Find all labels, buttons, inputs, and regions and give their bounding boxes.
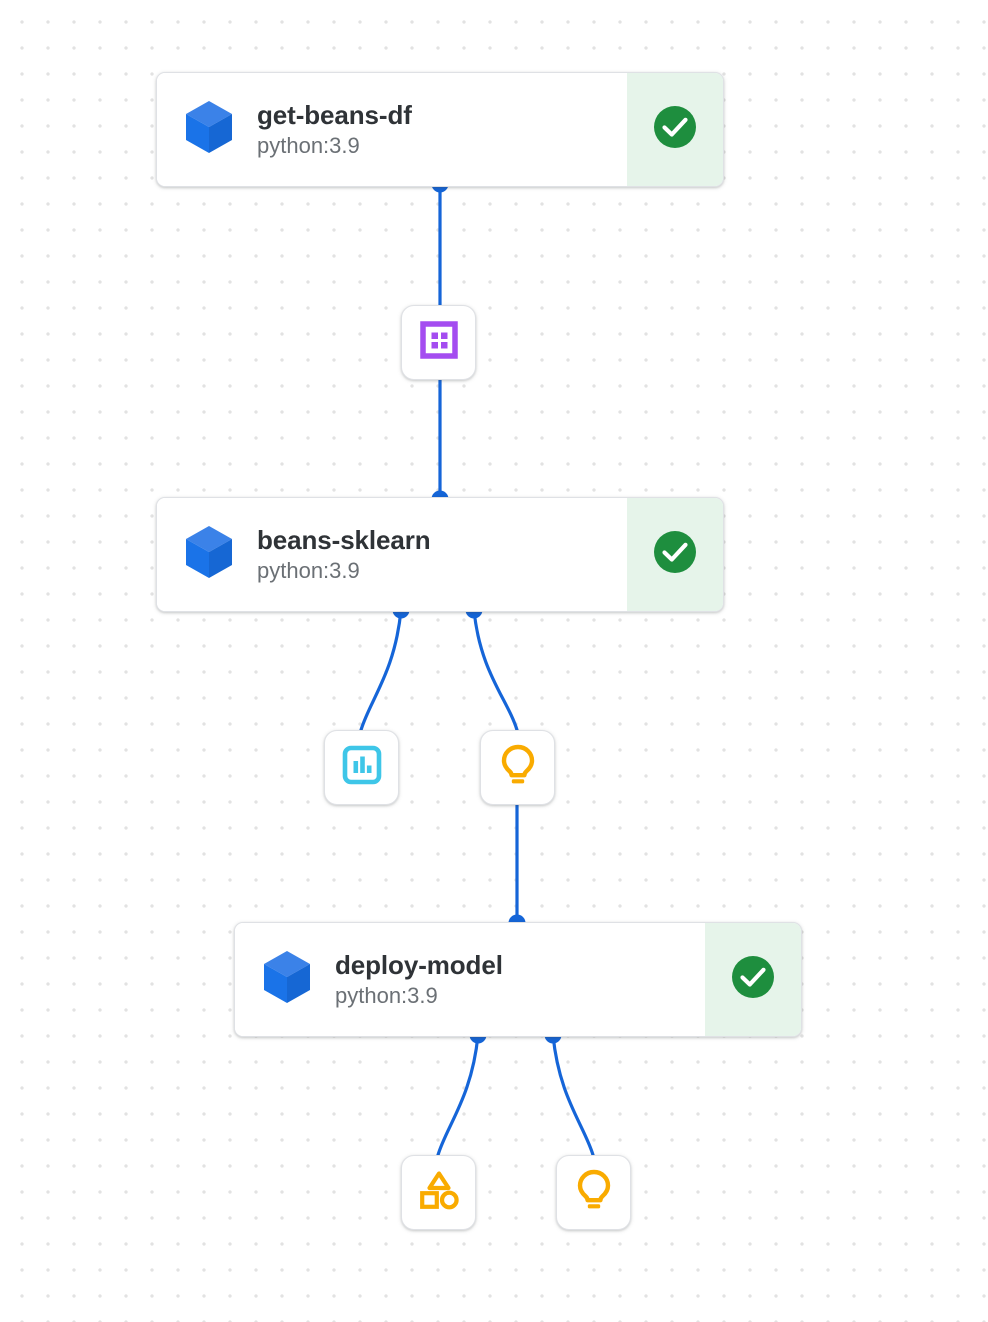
status-badge[interactable]: Succeeded bbox=[705, 923, 801, 1036]
lightbulb-icon bbox=[575, 1169, 613, 1216]
task-node-title: deploy-model bbox=[335, 949, 503, 980]
task-node-beans-sklearn[interactable]: beans-sklearn python:3.9 Succeeded bbox=[156, 497, 724, 612]
task-node-deploy-model[interactable]: deploy-model python:3.9 Succeeded bbox=[234, 922, 802, 1037]
check-circle-icon bbox=[652, 529, 698, 580]
bar-chart-icon bbox=[342, 745, 382, 790]
lightbulb-icon bbox=[499, 744, 537, 791]
artifact-node-model[interactable]: Model bbox=[480, 730, 555, 805]
page-title: Pipeline run graph bbox=[0, 0, 1, 1]
task-node-title: get-beans-df bbox=[257, 99, 412, 130]
check-circle-icon bbox=[652, 104, 698, 155]
cube-icon bbox=[183, 524, 235, 585]
dataset-grid-icon bbox=[419, 321, 458, 364]
edge-deploy-model-to-classification bbox=[436, 1033, 480, 1157]
task-node-runtime: python:3.9 bbox=[257, 132, 360, 158]
task-node-text: beans-sklearn python:3.9 bbox=[257, 524, 431, 583]
cube-icon bbox=[261, 949, 313, 1010]
artifact-node-metrics[interactable]: Metrics bbox=[324, 730, 399, 805]
check-circle-icon bbox=[730, 954, 776, 1005]
task-node-get-beans-df[interactable]: get-beans-df python:3.9 Succeeded bbox=[156, 72, 724, 187]
task-node-runtime: python:3.9 bbox=[335, 982, 438, 1008]
artifact-node-endpoint[interactable]: Model bbox=[556, 1155, 631, 1230]
status-badge[interactable]: Succeeded bbox=[627, 73, 723, 186]
edge-beans-sklearn-to-metrics bbox=[359, 608, 403, 732]
edge-beans-sklearn-to-model bbox=[472, 608, 519, 732]
shapes-icon bbox=[418, 1170, 460, 1215]
task-node-body[interactable]: get-beans-df python:3.9 bbox=[157, 73, 627, 186]
task-node-text: get-beans-df python:3.9 bbox=[257, 99, 412, 158]
edge-deploy-model-to-endpoint bbox=[551, 1033, 595, 1157]
task-node-text: deploy-model python:3.9 bbox=[335, 949, 503, 1008]
task-node-title: beans-sklearn bbox=[257, 524, 431, 555]
artifact-node-dataset[interactable]: Dataset bbox=[401, 305, 476, 380]
artifact-node-classification[interactable]: ClassificationMetrics bbox=[401, 1155, 476, 1230]
cube-icon bbox=[183, 99, 235, 160]
status-badge[interactable]: Succeeded bbox=[627, 498, 723, 611]
task-node-body[interactable]: beans-sklearn python:3.9 bbox=[157, 498, 627, 611]
task-node-body[interactable]: deploy-model python:3.9 bbox=[235, 923, 705, 1036]
task-node-runtime: python:3.9 bbox=[257, 557, 360, 583]
